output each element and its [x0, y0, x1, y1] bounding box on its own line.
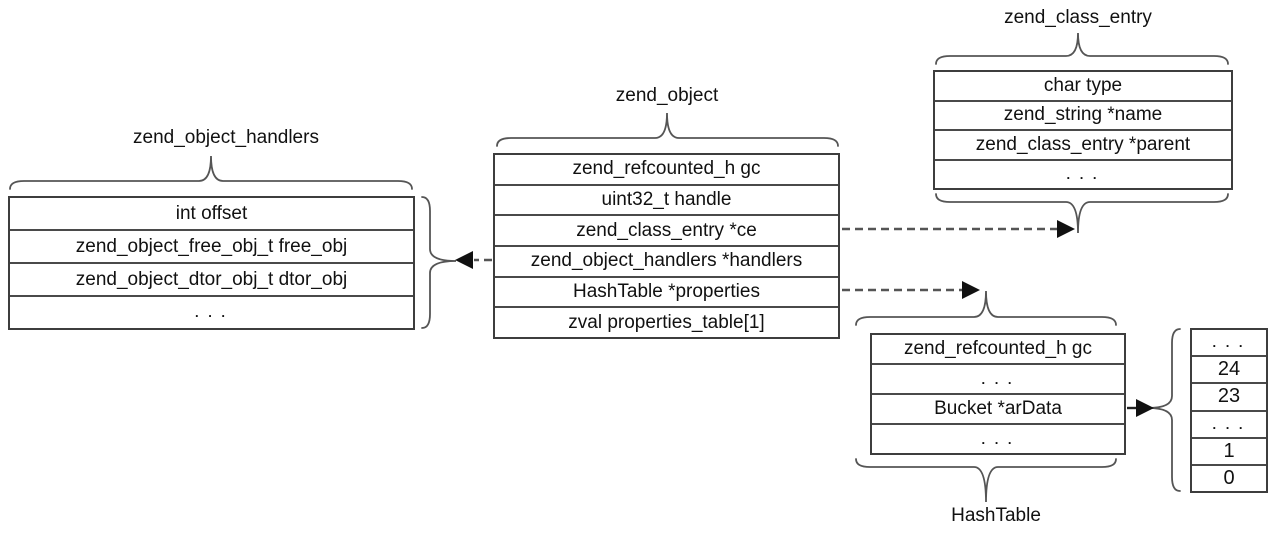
table-row: zend_object_dtor_obj_t dtor_obj [10, 262, 413, 295]
table-row: HashTable *properties [495, 275, 838, 307]
table-row: Bucket *arData [872, 393, 1124, 423]
hashtable-table: zend_refcounted_h gc . . . Bucket *arDat… [870, 333, 1126, 455]
cell-text: . . . [194, 305, 229, 320]
cell-text: 0 [1223, 466, 1235, 489]
arrow-ce-pointer [842, 220, 1075, 238]
cell-text: . . . [1212, 416, 1246, 432]
arrow-properties-pointer [842, 281, 980, 299]
brace-zend-class-entry-bottom [935, 193, 1229, 234]
table-row: zend_object_handlers *handlers [495, 245, 838, 276]
cell-text: . . . [981, 371, 1015, 387]
zend-object-table: zend_refcounted_h gc uint32_t handle zen… [493, 153, 840, 339]
cell-text: zend_object_free_obj_t free_obj [75, 235, 348, 257]
table-row: zval properties_table[1] [495, 306, 838, 337]
table-row: . . . [872, 363, 1124, 393]
table-row: . . . [1192, 330, 1266, 355]
table-row: . . . [935, 158, 1231, 189]
table-row: int offset [10, 198, 413, 229]
brace-zend-class-entry-top [935, 32, 1229, 65]
table-row: zend_class_entry *ce [495, 214, 838, 245]
cell-text: zval properties_table[1] [568, 311, 765, 333]
table-row: . . . [10, 295, 413, 328]
cell-text: 24 [1217, 358, 1241, 381]
table-row: uint32_t handle [495, 183, 838, 215]
table-row: zend_refcounted_h gc [495, 155, 838, 184]
table-row: 24 [1192, 355, 1266, 382]
cell-text: zend_refcounted_h gc [903, 338, 1093, 359]
table-row: 1 [1192, 436, 1266, 464]
brace-hashtable-bottom [855, 458, 1117, 503]
arrow-handlers-pointer [455, 251, 492, 269]
brace-bucket-array-left [1147, 328, 1181, 492]
cell-text: . . . [1066, 166, 1100, 182]
cell-text: zend_class_entry *ce [576, 219, 757, 241]
cell-text: Bucket *arData [934, 398, 1062, 419]
table-row: 0 [1192, 463, 1266, 491]
cell-text: zend_object_dtor_obj_t dtor_obj [75, 268, 348, 290]
cell-text: zend_string *name [1003, 104, 1163, 126]
table-row: zend_refcounted_h gc [872, 335, 1124, 363]
bucket-array-table: . . . 24 23 . . . 1 0 [1190, 328, 1268, 493]
cell-text: zend_refcounted_h gc [572, 158, 761, 180]
brace-zend-object-handlers-top [9, 155, 413, 190]
cell-text: zend_object_handlers *handlers [530, 250, 803, 272]
table-row: zend_object_free_obj_t free_obj [10, 229, 413, 262]
cell-text: 1 [1223, 439, 1235, 462]
label-zend-object: zend_object [615, 85, 719, 106]
table-row: . . . [872, 423, 1124, 453]
arrow-ardata-pointer [1127, 399, 1154, 417]
label-zend-object-handlers: zend_object_handlers [133, 127, 319, 148]
brace-zend-object-handlers-right [421, 196, 457, 329]
table-row: char type [935, 72, 1231, 100]
table-row: zend_class_entry *parent [935, 129, 1231, 159]
cell-text: . . . [1212, 335, 1246, 351]
brace-zend-object-top [496, 112, 839, 147]
zend-object-handlers-table: int offset zend_object_free_obj_t free_o… [8, 196, 415, 330]
cell-text: int offset [175, 202, 248, 224]
label-hashtable: HashTable [951, 505, 1041, 526]
cell-text: char type [1043, 74, 1123, 96]
brace-hashtable-top [855, 290, 1117, 326]
label-zend-class-entry: zend_class_entry [1004, 7, 1152, 28]
cell-text: zend_class_entry *parent [975, 133, 1191, 155]
cell-text: HashTable *properties [573, 281, 760, 303]
table-row: zend_string *name [935, 99, 1231, 130]
zend-class-entry-table: char type zend_string *name zend_class_e… [933, 70, 1233, 190]
table-row: . . . [1192, 409, 1266, 437]
table-row: 23 [1192, 382, 1266, 409]
cell-text: . . . [981, 431, 1015, 447]
cell-text: 23 [1217, 385, 1241, 408]
cell-text: uint32_t handle [601, 189, 732, 210]
